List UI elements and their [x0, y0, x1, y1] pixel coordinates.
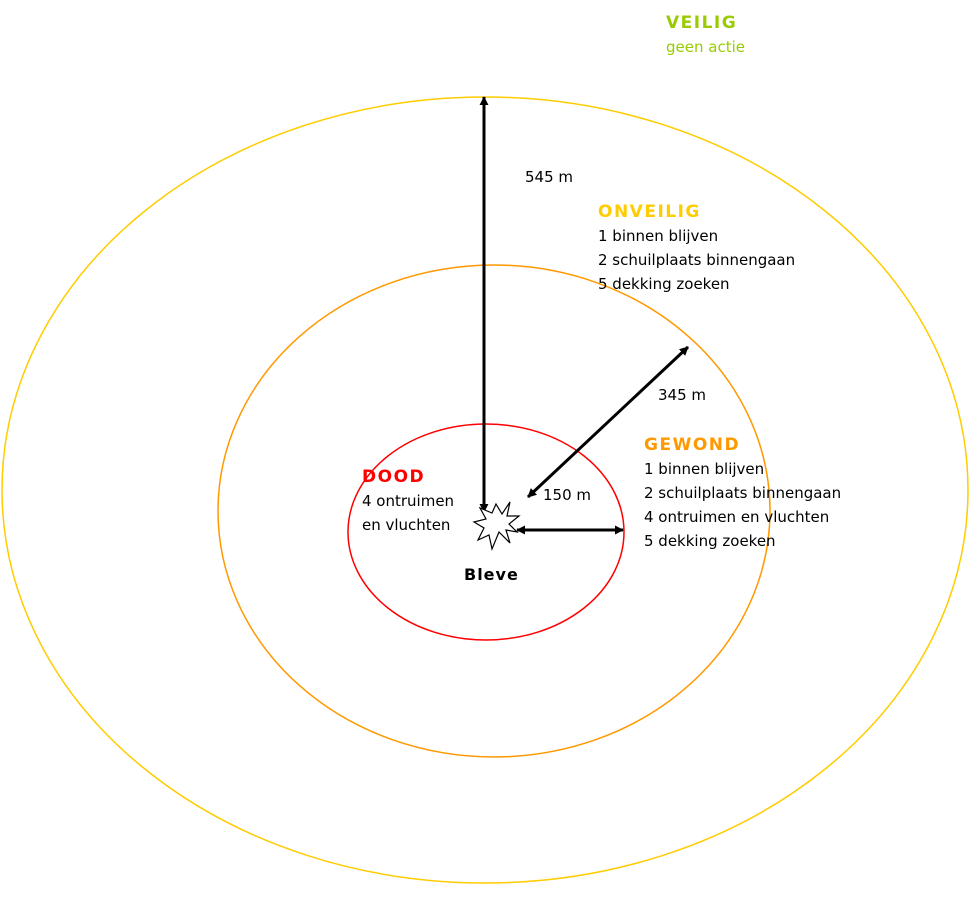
gewond-zone-label: GEWOND 1 binnen blijven 2 schuilplaats b… — [644, 433, 841, 553]
veilig-zone-label: VEILIG geen actie — [666, 11, 745, 59]
gewond-title: GEWOND — [644, 435, 741, 455]
onveilig-zone-ring — [217, 264, 771, 758]
onveilig-title: ONVEILIG — [598, 202, 701, 222]
outer-distance-label: 545 m — [525, 168, 574, 186]
dood-action-1: 4 ontruimen — [362, 492, 455, 510]
onveilig-zone-label: ONVEILIG 1 binnen blijven 2 schuilplaats… — [598, 200, 795, 296]
dood-title: DOOD — [362, 467, 426, 487]
dood-zone-label: DOOD 4 ontruimen en vluchten — [362, 465, 454, 537]
middle-radius-arrow — [526, 345, 690, 499]
onveilig-action-2: 2 schuilplaats binnengaan — [598, 251, 796, 269]
veilig-title: VEILIG — [666, 13, 738, 33]
inner-distance-label: 150 m — [543, 486, 592, 504]
middle-distance-label: 345 m — [658, 386, 707, 404]
veilig-action: geen actie — [666, 38, 745, 56]
gewond-action-3: 4 ontruimen en vluchten — [644, 508, 830, 526]
explosion-icon — [472, 501, 521, 552]
onveilig-action-3: 5 dekking zoeken — [598, 275, 730, 293]
gewond-action-1: 1 binnen blijven — [644, 460, 765, 478]
gewond-action-4: 5 dekking zoeken — [644, 532, 776, 550]
onveilig-action-1: 1 binnen blijven — [598, 227, 719, 245]
dood-action-2: en vluchten — [362, 516, 451, 534]
bleve-label: Bleve — [464, 565, 519, 584]
gewond-action-2: 2 schuilplaats binnengaan — [644, 484, 842, 502]
